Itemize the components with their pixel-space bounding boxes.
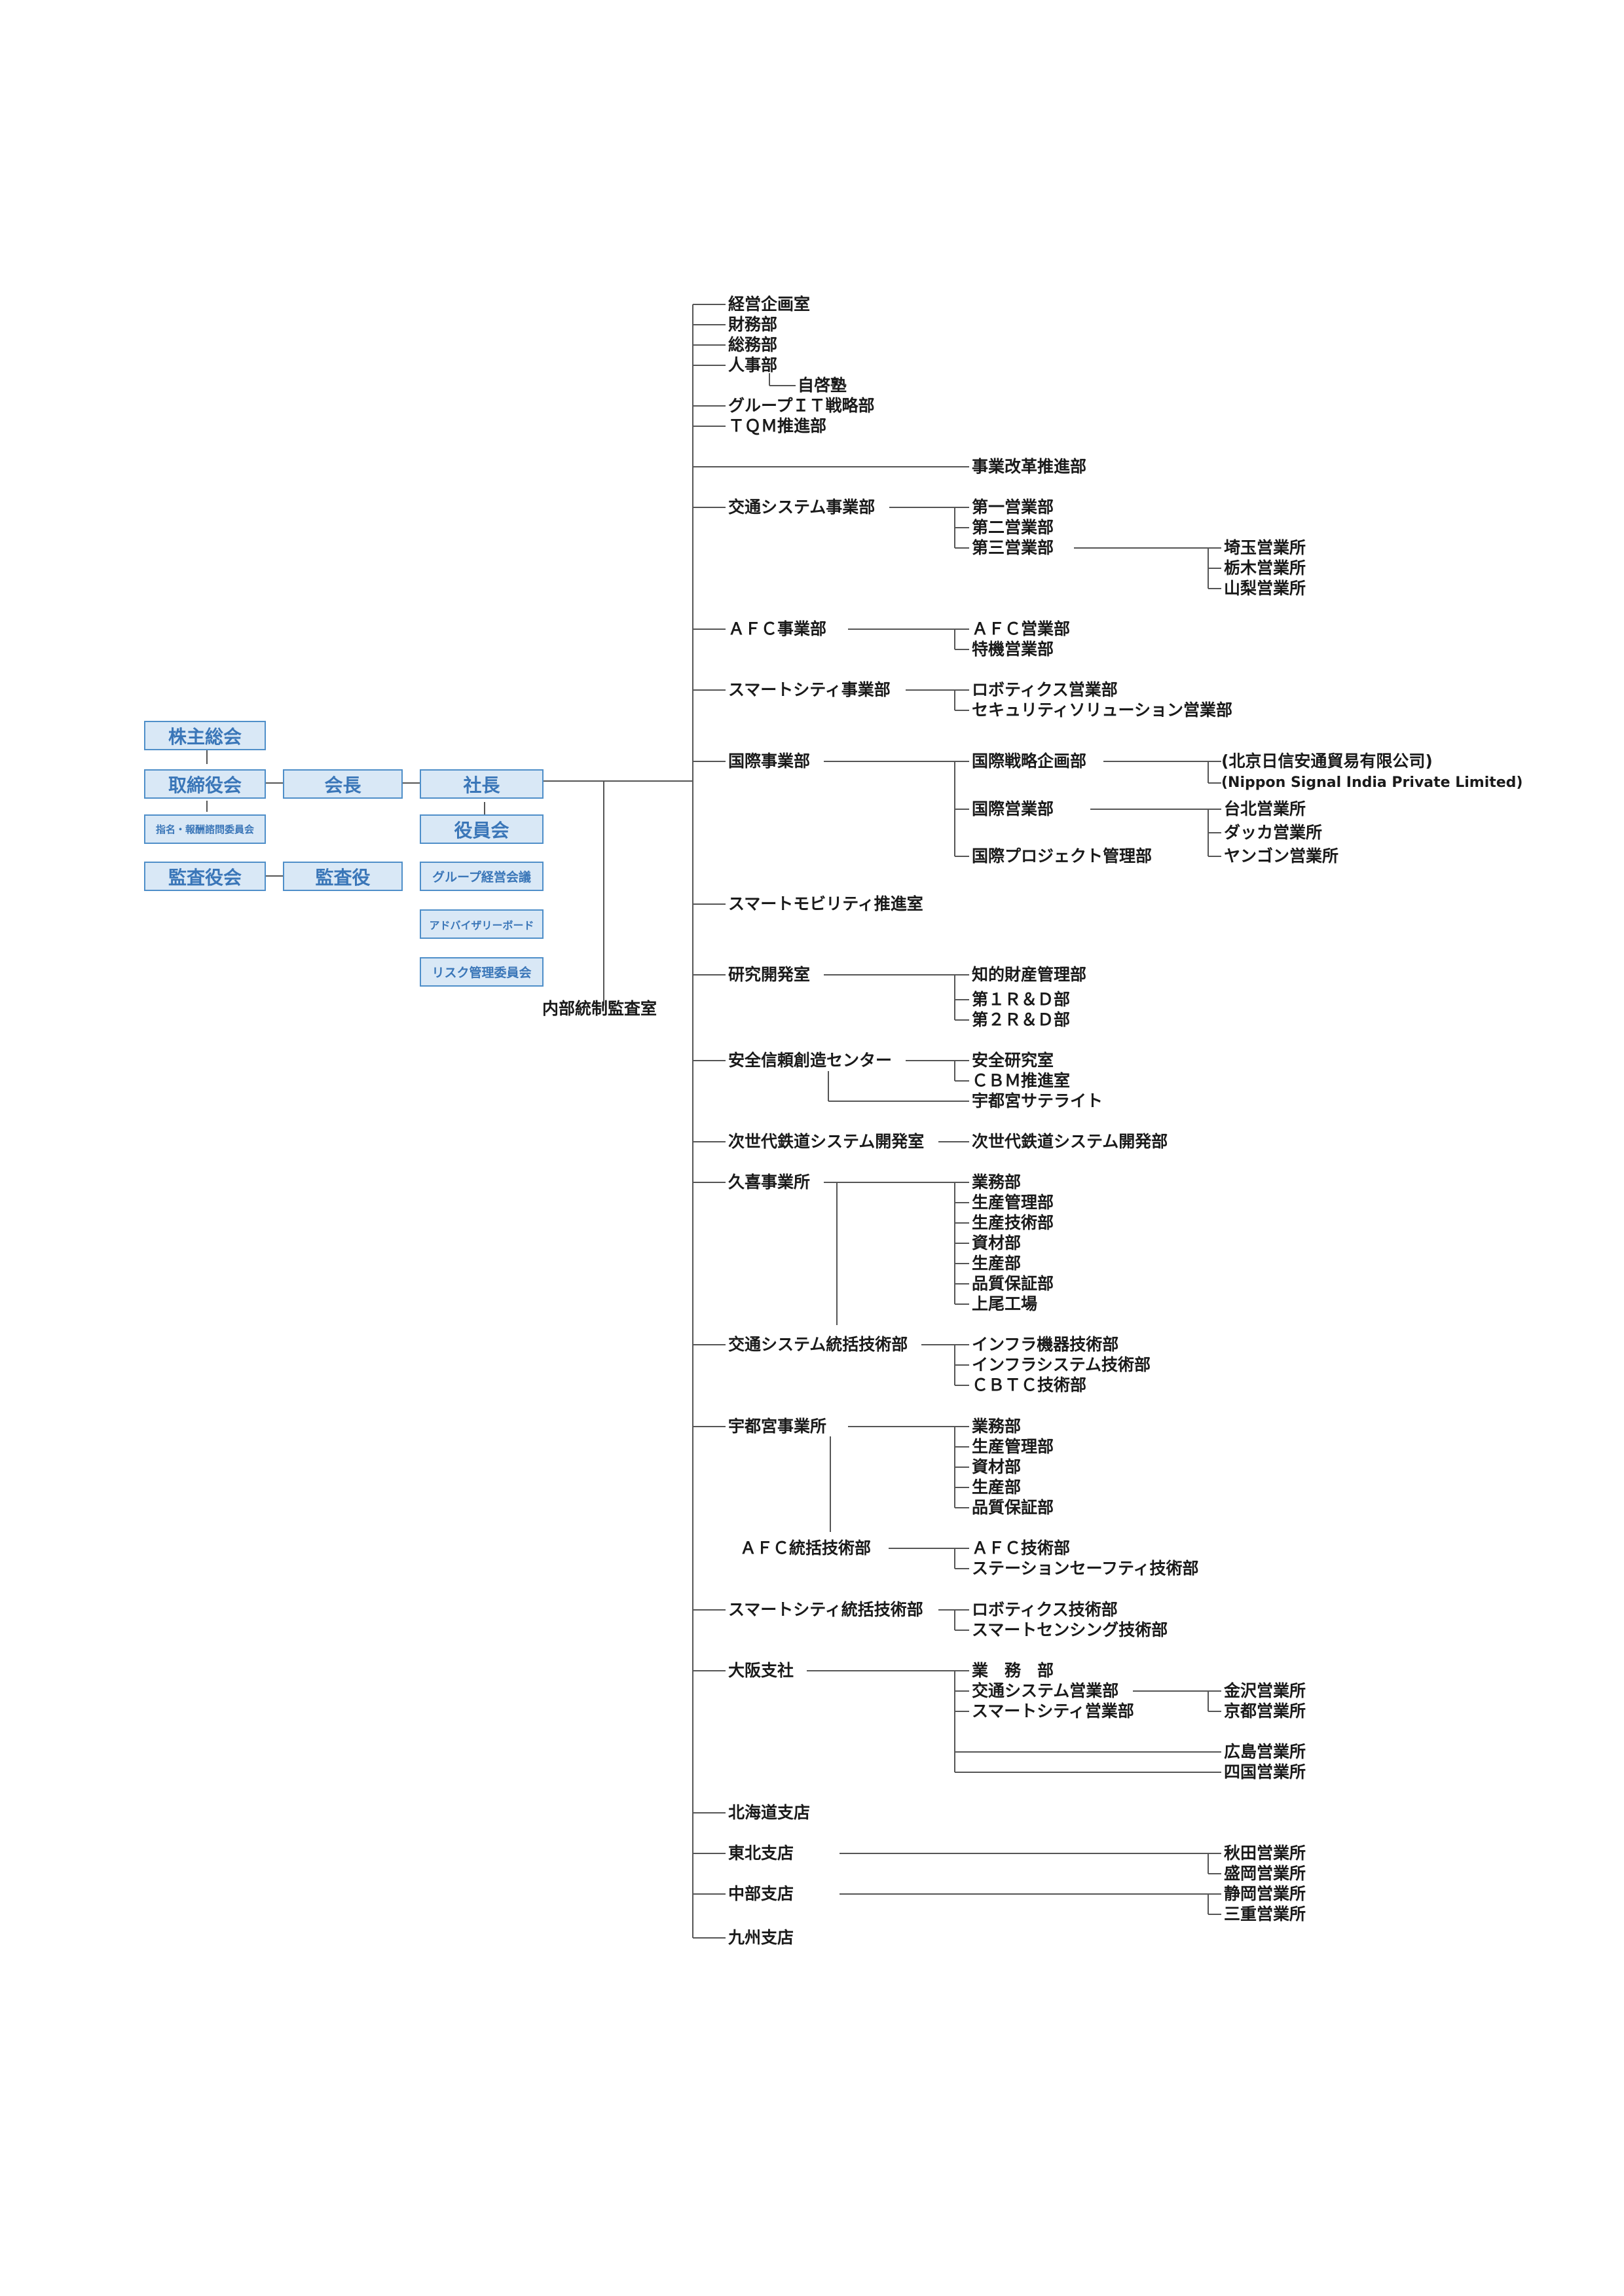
group-meeting-box: グループ経営会議	[420, 862, 544, 891]
saitama-office-label: 埼玉営業所	[1224, 538, 1306, 557]
utsunomiya-satellite-label: 宇都宮サテライト	[972, 1091, 1103, 1110]
afc-tech-label: ＡＦＣ技術部	[972, 1539, 1071, 1558]
kuki-dept: 生産管理部	[972, 1193, 1054, 1212]
infra-sys-label: インフラシステム技術部	[972, 1355, 1151, 1374]
tochigi-office-label: 栃木営業所	[1224, 558, 1306, 577]
afc-eng-label: ＡＦＣ統括技術部	[740, 1539, 872, 1558]
morioka-office-label: 盛岡営業所	[1224, 1864, 1306, 1883]
tohoku-branch-label: 東北支店	[728, 1844, 794, 1863]
afc-sales-label: ＡＦＣ営業部	[972, 619, 1071, 638]
safety-lab-label: 安全研究室	[972, 1051, 1054, 1070]
internal-audit-label: 内部統制監査室	[542, 999, 657, 1018]
special-sales-label: 特機営業部	[972, 640, 1054, 659]
transport-sales1-label: 第一営業部	[972, 498, 1054, 517]
kuki-dept: 品質保証部	[972, 1274, 1054, 1293]
kuki-dept: 生産技術部	[972, 1213, 1054, 1232]
utsunomiya-dept: 生産管理部	[972, 1437, 1054, 1456]
nomination-committee-box: 指名・報酬諮問委員会	[144, 814, 266, 844]
utsunomiya-dept: 品質保証部	[972, 1498, 1054, 1517]
intl-project-label: 国際プロジェクト管理部	[972, 847, 1153, 866]
india-subsidiary-label: (Nippon Signal India Private Limited)	[1221, 774, 1523, 791]
transport-division-label: 交通システム事業部	[728, 498, 876, 517]
hiroshima-office-label: 広島営業所	[1224, 1742, 1306, 1761]
president-box: 社長	[420, 769, 544, 799]
cbtc-label: ＣＢＴＣ技術部	[972, 1376, 1087, 1394]
transport-eng-label: 交通システム統括技術部	[728, 1335, 908, 1354]
akita-office-label: 秋田営業所	[1224, 1844, 1306, 1863]
kuki-dept: 上尾工場	[972, 1294, 1038, 1313]
utsunomiya-dept: 資材部	[972, 1457, 1022, 1476]
smartcity-eng-label: スマートシティ統括技術部	[728, 1600, 923, 1619]
chairman-box: 会長	[283, 769, 403, 799]
audit-board-box: 監査役会	[144, 862, 266, 891]
intl-sales-label: 国際営業部	[972, 799, 1054, 818]
kuki-dept: 業務部	[972, 1173, 1022, 1192]
cbm-label: ＣＢＭ推進室	[972, 1071, 1071, 1090]
rd1-label: 第１Ｒ＆Ｄ部	[972, 990, 1071, 1009]
utsunomiya-dept: 業務部	[972, 1417, 1022, 1436]
rd2-label: 第２Ｒ＆Ｄ部	[972, 1010, 1071, 1029]
shikoku-office-label: 四国営業所	[1224, 1762, 1306, 1781]
ip-label: 知的財産管理部	[972, 965, 1087, 984]
kuki-label: 久喜事業所	[728, 1173, 811, 1192]
infra-equip-label: インフラ機器技術部	[972, 1335, 1119, 1354]
transport-sales3-label: 第三営業部	[972, 538, 1054, 557]
shareholders-box: 株主総会	[144, 721, 266, 750]
international-division-label: 国際事業部	[728, 752, 811, 771]
next-gen-office-label: 次世代鉄道システム開発室	[728, 1132, 925, 1151]
risk-committee-box: リスク管理委員会	[420, 957, 544, 987]
kuki-dept: 生産部	[972, 1254, 1022, 1273]
osaka-transport-sales-label: 交通システム営業部	[972, 1681, 1119, 1700]
next-gen-dept-label: 次世代鉄道システム開発部	[972, 1132, 1168, 1151]
chubu-branch-label: 中部支店	[728, 1884, 794, 1903]
tqm-label: ＴＱＭ推進部	[728, 416, 827, 435]
rnd-label: 研究開発室	[728, 965, 811, 984]
hokkaido-branch-label: 北海道支店	[728, 1803, 811, 1822]
finance-label: 財務部	[728, 315, 778, 334]
utsunomiya-dept: 生産部	[972, 1478, 1022, 1497]
safety-center-label: 安全信頼創造センター	[728, 1051, 893, 1070]
officers-box: 役員会	[420, 814, 544, 844]
auditor-box: 監査役	[283, 862, 403, 891]
kyushu-branch-label: 九州支店	[728, 1928, 794, 1947]
jikeijuku-label: 自啓塾	[798, 376, 847, 395]
shizuoka-office-label: 静岡営業所	[1224, 1884, 1306, 1903]
dhaka-office-label: ダッカ営業所	[1224, 823, 1323, 842]
group-it-label: グループＩＴ戦略部	[728, 396, 875, 415]
security-sales-label: セキュリティソリューション営業部	[972, 701, 1233, 720]
hr-label: 人事部	[728, 355, 778, 374]
intl-strategy-label: 国際戦略企画部	[972, 752, 1087, 771]
advisory-board-box: アドバイザリーボード	[420, 909, 544, 939]
osaka-branch-label: 大阪支社	[728, 1661, 794, 1680]
beijing-subsidiary-label: (北京日信安通貿易有限公司)	[1221, 752, 1433, 771]
sensing-tech-label: スマートセンシング技術部	[972, 1620, 1168, 1639]
board-box: 取締役会	[144, 769, 266, 799]
yangon-office-label: ヤンゴン営業所	[1224, 847, 1339, 866]
station-safety-label: ステーションセーフティ技術部	[972, 1559, 1199, 1578]
robotics-sales-label: ロボティクス営業部	[972, 680, 1118, 699]
transport-sales2-label: 第二営業部	[972, 518, 1054, 537]
kyoto-office-label: 京都営業所	[1224, 1702, 1306, 1721]
robotics-tech-label: ロボティクス技術部	[972, 1600, 1118, 1619]
kanazawa-office-label: 金沢営業所	[1224, 1681, 1306, 1700]
smartcity-division-label: スマートシティ事業部	[728, 680, 891, 699]
taipei-office-label: 台北営業所	[1224, 799, 1306, 818]
yamanashi-office-label: 山梨営業所	[1224, 579, 1306, 598]
utsunomiya-label: 宇都宮事業所	[728, 1417, 827, 1436]
general-affairs-label: 総務部	[728, 335, 778, 354]
smart-mobility-label: スマートモビリティ推進室	[728, 894, 923, 913]
osaka-business-label: 業 務 部	[972, 1661, 1054, 1680]
mie-office-label: 三重営業所	[1224, 1904, 1306, 1923]
afc-division-label: ＡＦＣ事業部	[728, 619, 827, 638]
planning-label: 経営企画室	[728, 295, 811, 314]
kuki-dept: 資材部	[972, 1233, 1022, 1252]
osaka-smartcity-sales-label: スマートシティ営業部	[972, 1702, 1134, 1721]
reform-label: 事業改革推進部	[972, 457, 1087, 476]
